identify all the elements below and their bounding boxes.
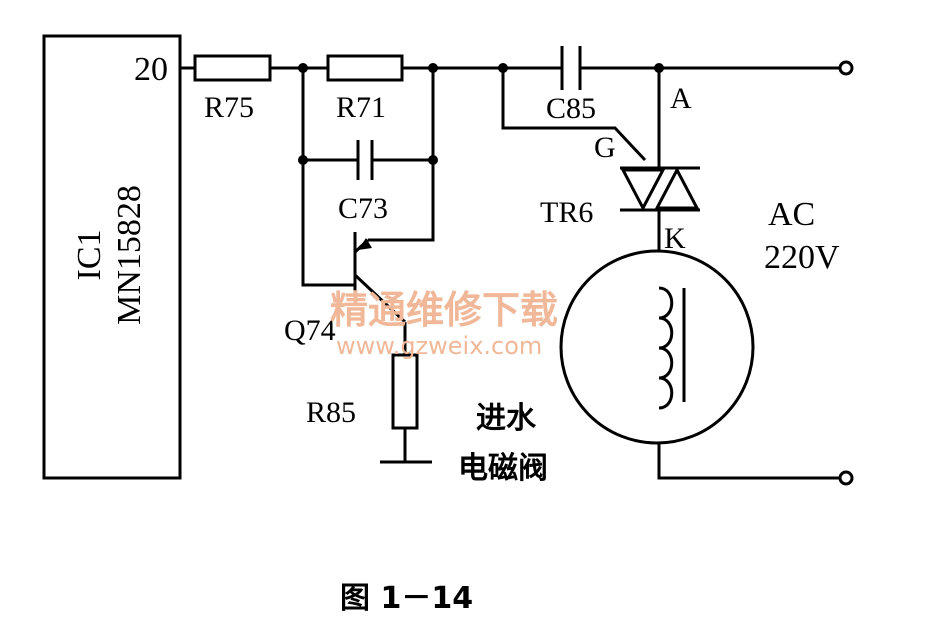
label-valve-line2: 电磁阀 (458, 451, 548, 486)
transistor-q74 (353, 232, 407, 324)
watermark-url: www.gzweix.com (336, 332, 542, 360)
label-q74: Q74 (284, 314, 336, 347)
ic1-block (42, 34, 182, 480)
ic1-label: IC1 MN15828 (71, 185, 148, 325)
ic1-pin-20: 20 (134, 51, 168, 88)
junction-dot (428, 155, 438, 165)
label-220v: 220V (764, 239, 840, 276)
label-anode-a: A (670, 82, 692, 115)
ic1-name: IC1 (71, 230, 108, 281)
terminal-bottom (838, 470, 854, 486)
figure-caption: 图 1－14 (340, 581, 473, 616)
label-c85: C85 (546, 92, 596, 125)
triac-tr6 (620, 166, 700, 212)
label-r85: R85 (306, 396, 356, 429)
resistor-r71 (326, 54, 404, 82)
label-valve-line1: 进水 (476, 401, 537, 436)
label-cathode-k: K (664, 222, 686, 255)
label-r75: R75 (204, 91, 254, 124)
solenoid-valve-circle (559, 249, 755, 445)
label-gate-g: G (594, 131, 616, 164)
label-c73: C73 (338, 192, 388, 225)
label-ac: AC (768, 196, 815, 233)
label-tr6: TR6 (540, 196, 593, 229)
resistor-r85 (391, 353, 419, 430)
wire-gate (501, 68, 647, 162)
resistor-r75 (193, 54, 272, 82)
junction-dot (298, 155, 308, 165)
label-r71: R71 (336, 91, 386, 124)
watermark-title: 精通维修下载 (330, 288, 558, 332)
terminal-top (838, 60, 854, 76)
ic1-part: MN15828 (111, 185, 148, 325)
solenoid-coil (658, 286, 674, 410)
wire-c73-branch (301, 68, 435, 287)
